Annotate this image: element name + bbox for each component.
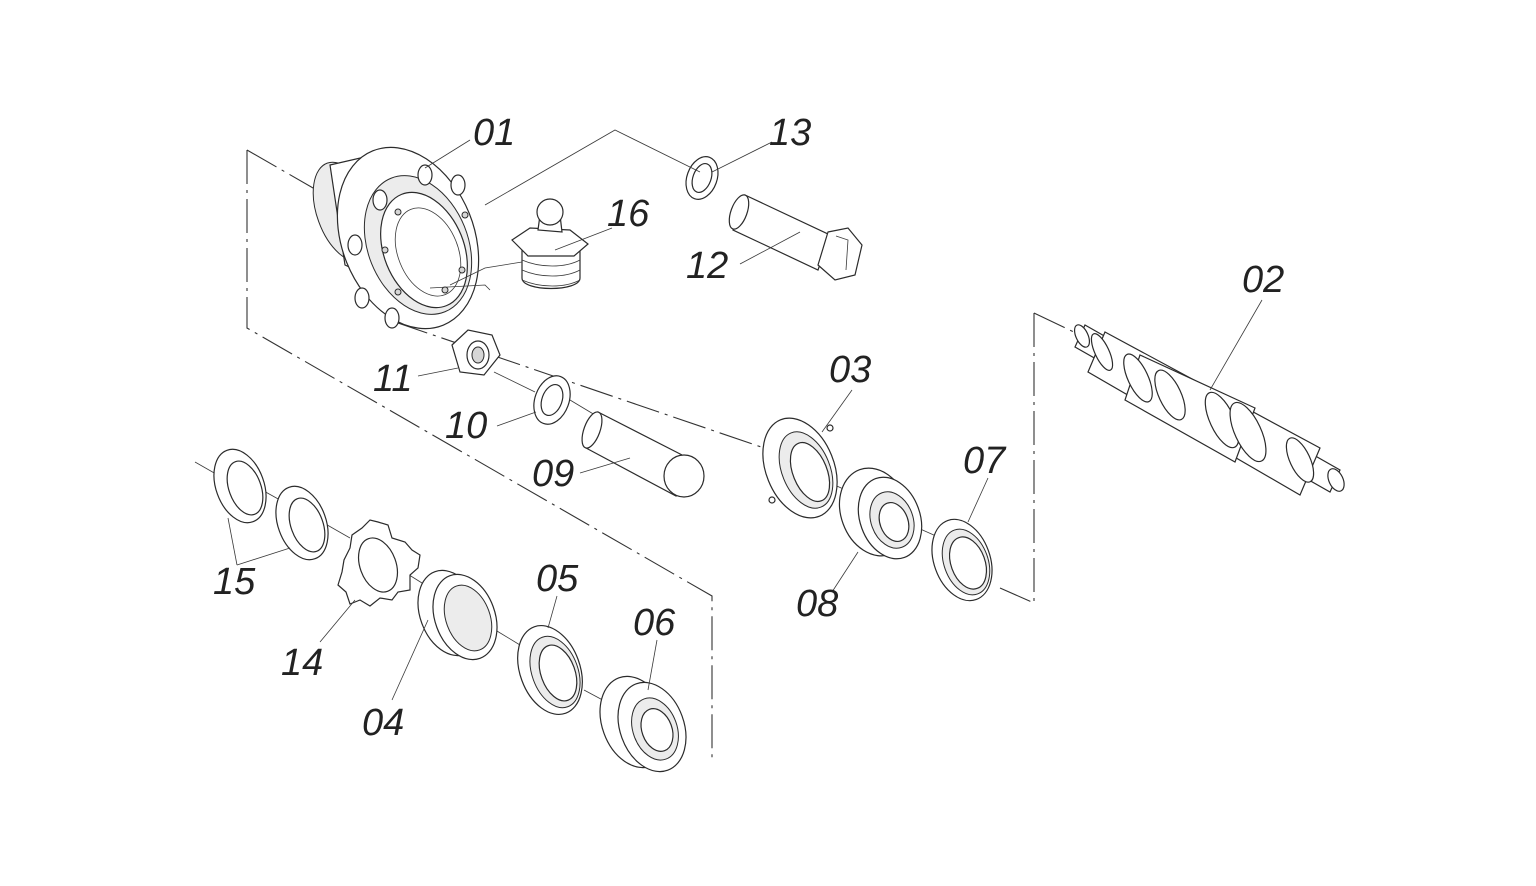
part-labels: 01 02 03 04 05 06 07 08 09 10 11 12 13 1… <box>213 112 1284 744</box>
label-08: 08 <box>796 583 838 625</box>
part-07-seal-ring[interactable] <box>921 511 1002 609</box>
label-15: 15 <box>213 561 256 603</box>
part-06-bearing[interactable] <box>588 667 698 782</box>
part-04-bearing-cup[interactable] <box>407 561 508 668</box>
part-14-tab-washer[interactable] <box>337 519 421 607</box>
label-12: 12 <box>686 245 728 287</box>
label-06: 06 <box>633 602 676 644</box>
label-03: 03 <box>829 349 871 391</box>
part-03-flange-seal[interactable] <box>749 407 851 529</box>
label-16: 16 <box>607 193 650 235</box>
part-13-washer[interactable] <box>680 152 723 204</box>
part-08-bearing[interactable] <box>828 458 933 568</box>
part-12-hex-bolt[interactable] <box>725 192 863 281</box>
part-01-hub[interactable] <box>301 126 505 350</box>
label-07: 07 <box>963 440 1007 482</box>
part-09-pin-bolt[interactable] <box>578 409 705 498</box>
part-11-hex-nut[interactable] <box>451 329 501 376</box>
part-10-washer[interactable] <box>527 371 576 430</box>
label-01: 01 <box>473 112 515 154</box>
label-10: 10 <box>445 405 487 447</box>
label-11: 11 <box>373 358 412 400</box>
label-05: 05 <box>536 558 579 600</box>
label-02: 02 <box>1242 259 1284 301</box>
part-05-seal[interactable] <box>506 617 594 724</box>
part-02-shaft[interactable] <box>1071 323 1347 496</box>
label-09: 09 <box>532 453 574 495</box>
label-14: 14 <box>281 642 323 684</box>
part-16-grease-nipple[interactable] <box>511 198 589 290</box>
leader-lines <box>227 129 1263 701</box>
label-13: 13 <box>769 112 811 154</box>
part-15-lock-nuts[interactable] <box>204 442 337 567</box>
label-04: 04 <box>362 702 404 744</box>
